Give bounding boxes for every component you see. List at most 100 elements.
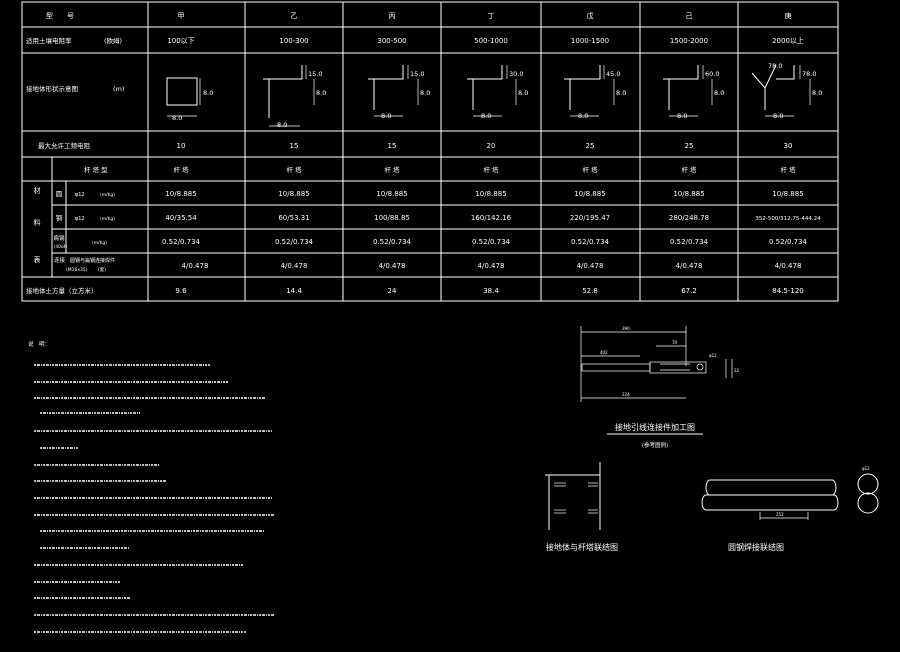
- detail-tower-connection-title: 接地体与杆塔联结图: [546, 542, 618, 552]
- material-value: 100/88.85: [374, 214, 410, 222]
- resistivity-value: 100-300: [279, 37, 308, 45]
- detail-connector-subtitle: (参考图例): [642, 441, 668, 449]
- spec-label: 杆 塔 型: [84, 165, 108, 174]
- detail-connector-title: 接地引线连接件加工图: [615, 422, 695, 432]
- dim-label: 252: [776, 512, 784, 517]
- dim-length: 78.0: [768, 62, 782, 70]
- dim-width: 8.0: [677, 112, 687, 120]
- material-value: 10/8.885: [673, 190, 704, 198]
- spec-value: 杆 塔: [681, 165, 697, 174]
- material-value: 0.52/0.734: [571, 238, 610, 246]
- header-col-bing: 丙: [389, 12, 396, 20]
- material-unit: (套): [98, 266, 106, 273]
- dim-label: 224: [622, 392, 630, 397]
- dim-length: 78.0: [802, 70, 816, 78]
- material-name: 圆: [56, 190, 63, 198]
- material-spec: (40x4): [54, 244, 68, 249]
- material-value: 10/8.885: [376, 190, 407, 198]
- material-value: 40/35.54: [165, 214, 197, 222]
- earthwork-value: 84.5-120: [772, 287, 803, 295]
- dim-depth: 8.0: [316, 89, 326, 97]
- notes-title: 说 明：: [28, 340, 50, 348]
- resistance-value: 25: [685, 142, 694, 150]
- resistivity-value: 2000以上: [772, 36, 804, 45]
- header-label: 型 号: [46, 11, 74, 20]
- resistivity-value: 100以下: [167, 37, 194, 45]
- material-name: 扁钢: [53, 234, 65, 242]
- material-unit: (m/kg): [92, 240, 107, 246]
- resistivity-value: 300-500: [377, 37, 406, 45]
- material-value: 4/0.478: [281, 262, 308, 270]
- shape-diagram-yi: 15.0 8.0 8.0: [263, 65, 326, 129]
- dim-length: 30.0: [509, 70, 523, 78]
- shape-diagram-ji: 60.0 8.0 8.0: [663, 65, 724, 120]
- dim-depth: 8.0: [420, 89, 430, 97]
- dim-width: 8.0: [172, 114, 182, 122]
- material-value: 0.52/0.734: [670, 238, 709, 246]
- spec-value: 杆 塔: [780, 165, 796, 174]
- material-value: 4/0.478: [577, 262, 604, 270]
- resistance-value: 20: [487, 142, 496, 150]
- material-value: 160/142.16: [471, 214, 512, 222]
- header-col-ji: 己: [686, 12, 693, 20]
- material-group-char: 表: [34, 255, 41, 264]
- material-group-char: 料: [34, 218, 41, 227]
- earthwork-label: 接地体土方量（立方米）: [26, 286, 98, 295]
- resistance-value: 10: [177, 142, 186, 150]
- material-desc: 圆钢与扁钢连接焊件: [70, 257, 115, 264]
- diagram-row-unit: (m): [113, 85, 124, 93]
- material-value: 0.52/0.734: [275, 238, 314, 246]
- resistivity-value: 500-1000: [474, 37, 508, 45]
- material-name: 连接: [54, 256, 66, 264]
- material-value: 10/8.885: [475, 190, 506, 198]
- shape-diagram-wu: 45.0 8.0 8.0: [564, 65, 626, 120]
- diagram-row-label: 接地体形状示意图: [26, 84, 78, 93]
- resistance-value: 15: [290, 142, 299, 150]
- dim-depth: 8.0: [714, 89, 724, 97]
- resistivity-unit: (欧姆): [104, 36, 122, 45]
- material-name: 钢: [56, 214, 63, 222]
- material-value: 4/0.478: [379, 262, 406, 270]
- material-value: 60/53.31: [278, 214, 309, 222]
- material-value: 4/0.478: [182, 262, 209, 270]
- spec-value: 杆 塔: [286, 165, 302, 174]
- dim-label: 402: [600, 350, 608, 355]
- header-col-geng: 庚: [785, 11, 792, 20]
- dim-length: 60.0: [705, 70, 719, 78]
- resistance-value: 25: [586, 142, 595, 150]
- material-value: 4/0.478: [478, 262, 505, 270]
- dim-label: φ12: [862, 466, 870, 471]
- material-value: 220/195.47: [570, 214, 610, 222]
- spec-value: 杆 塔: [384, 165, 400, 174]
- resistance-value: 15: [388, 142, 397, 150]
- resistance-label: 最大允许工频电阻: [38, 141, 91, 150]
- resistance-value: 30: [784, 142, 793, 150]
- earthwork-value: 24: [388, 287, 397, 295]
- spec-value: 杆 塔: [173, 165, 189, 174]
- material-value: 0.52/0.734: [162, 238, 201, 246]
- material-value: 10/8.885: [574, 190, 605, 198]
- material-spec: φ12: [75, 192, 85, 198]
- dim-width: 8.0: [481, 112, 491, 120]
- table-grid: [21, 1, 839, 302]
- earthwork-value: 9.6: [175, 287, 187, 295]
- material-value: 10/8.885: [165, 190, 196, 198]
- spec-value: 杆 塔: [483, 165, 499, 174]
- material-spec: φ12: [75, 216, 85, 222]
- dim-length: 15.0: [308, 70, 322, 78]
- dim-width: 8.0: [381, 112, 391, 120]
- earthwork-value: 67.2: [681, 287, 697, 295]
- material-spec: (M16x35): [66, 267, 88, 273]
- header-col-yi: 乙: [291, 12, 298, 20]
- material-value: 352-500/312.75-444.24: [755, 216, 821, 222]
- earthwork-value: 14.4: [286, 287, 302, 295]
- header-col-wu: 戊: [587, 11, 594, 20]
- material-unit: (m/kg): [100, 216, 115, 222]
- spec-value: 杆 塔: [582, 165, 598, 174]
- dim-label: 70: [672, 340, 678, 345]
- header-col-ding: 丁: [488, 12, 495, 20]
- material-value: 4/0.478: [775, 262, 802, 270]
- material-value: 0.52/0.734: [769, 238, 808, 246]
- dim-length: 45.0: [606, 70, 620, 78]
